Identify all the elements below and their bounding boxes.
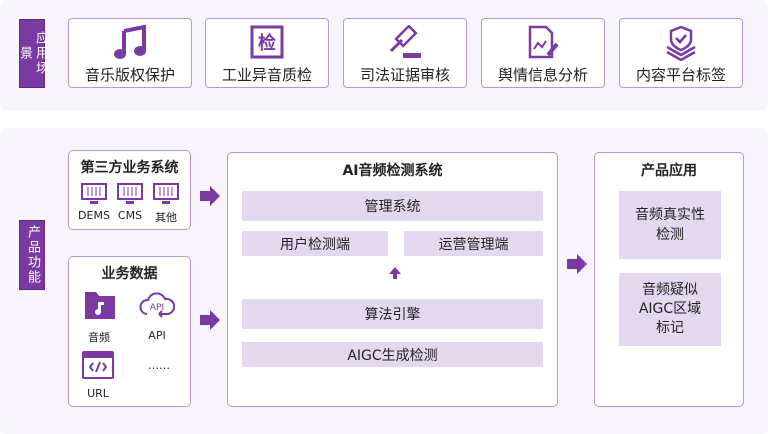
url-label: URL bbox=[87, 387, 109, 400]
functions-label: 产品功能 bbox=[19, 220, 45, 290]
scenario-card-industrial: 检 工业异音质检 bbox=[205, 18, 329, 88]
system-label: DEMS bbox=[78, 209, 110, 222]
scenario-card-music: 音乐版权保护 bbox=[68, 18, 192, 88]
system-label: 其他 bbox=[155, 211, 177, 224]
inspection-icon-text: 检 bbox=[258, 32, 276, 54]
scenario-label: 工业异音质检 bbox=[221, 66, 312, 84]
api-cloud-icon: API bbox=[139, 292, 175, 318]
api-label: API bbox=[148, 329, 166, 342]
system-label: CMS bbox=[117, 209, 143, 222]
scenario-card-judicial: 司法证据审核 bbox=[343, 18, 467, 88]
third-party-systems-box: 第三方业务系统 DEMS CMS 其他 bbox=[68, 150, 191, 230]
arrow-right-icon bbox=[200, 310, 220, 330]
scenarios-label: 应用场景 bbox=[17, 19, 48, 88]
audio-folder-icon bbox=[85, 292, 115, 319]
more-label: …… bbox=[148, 359, 170, 372]
aigc-generation-detection: AIGC生成检测 bbox=[242, 342, 543, 367]
algorithm-engine: 算法引擎 bbox=[242, 299, 543, 329]
audio-authenticity-detection: 音频真实性 检测 bbox=[619, 191, 721, 259]
scenario-label: 内容平台标签 bbox=[635, 66, 726, 84]
user-detection-end: 用户检测端 bbox=[242, 231, 388, 256]
scenario-label: 音乐版权保护 bbox=[84, 66, 175, 84]
music-note-icon bbox=[114, 25, 146, 59]
gavel-icon bbox=[389, 25, 421, 58]
business-data-box: 业务数据 音频 API API URL …… bbox=[68, 256, 191, 407]
monitor-icon bbox=[81, 183, 107, 204]
code-window-icon bbox=[82, 351, 114, 379]
scenario-label: 舆情信息分析 bbox=[497, 66, 588, 84]
monitor-icon bbox=[153, 183, 179, 204]
inspection-icon: 检 bbox=[250, 25, 284, 59]
business-data-title: 业务数据 bbox=[101, 266, 158, 282]
ai-audio-detection-system: AI音频检测系统 管理系统 用户检测端 运营管理端 算法引擎 AIGC生成检测 bbox=[227, 152, 558, 407]
monitor-icon bbox=[117, 183, 143, 204]
management-system: 管理系统 bbox=[242, 191, 543, 221]
scenario-label: 司法证据审核 bbox=[359, 66, 450, 84]
arrow-up-icon bbox=[389, 267, 401, 279]
scenario-card-content: 内容平台标签 bbox=[619, 18, 743, 88]
aigc-region-marking: 音频疑似 AIGC区域 标记 bbox=[619, 273, 721, 346]
scenario-card-opinion: 舆情信息分析 bbox=[481, 18, 605, 88]
arrow-right-icon bbox=[200, 186, 220, 206]
api-icon-text: API bbox=[150, 303, 164, 313]
system-title: AI音频检测系统 bbox=[342, 163, 443, 179]
shield-layers-icon bbox=[666, 25, 696, 61]
product-applications-box: 产品应用 音频真实性 检测 音频疑似 AIGC区域 标记 bbox=[594, 152, 744, 407]
document-edit-icon bbox=[528, 25, 559, 59]
operations-management-end: 运营管理端 bbox=[404, 231, 543, 256]
audio-label: 音频 bbox=[88, 331, 110, 344]
arrow-right-icon bbox=[567, 254, 587, 274]
apps-title: 产品应用 bbox=[641, 163, 697, 179]
third-party-title: 第三方业务系统 bbox=[80, 160, 179, 176]
